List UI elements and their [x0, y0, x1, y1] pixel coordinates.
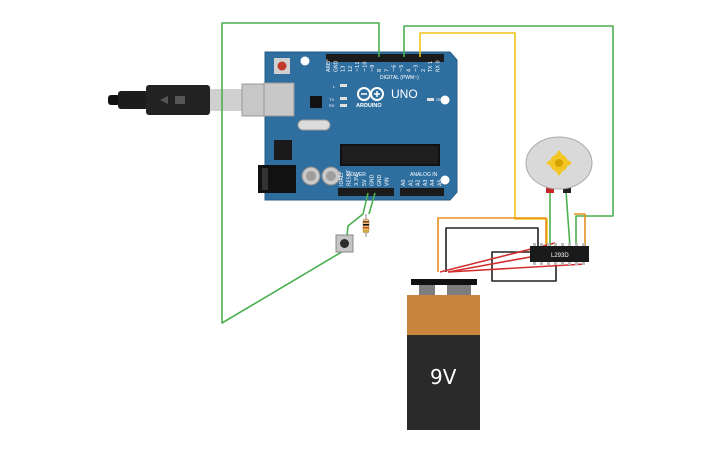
wire-red-3[interactable] — [447, 263, 586, 273]
analog-header-label: ANALOG IN — [410, 172, 438, 178]
arduino-logo-icon — [357, 87, 384, 101]
digital-pin-label-14: TX 1 — [428, 61, 434, 73]
brand-label: ARDUINO — [356, 103, 382, 109]
analog-pin-label-4: A4 — [430, 179, 436, 186]
battery-label: 9V — [430, 365, 457, 389]
power-pin-label-1: RESET — [347, 169, 353, 186]
power-pin-label-3: 5V — [362, 179, 368, 186]
digital-pin-label-15: RX 0 — [436, 60, 442, 72]
analog-pin-label-3: A3 — [423, 179, 429, 186]
led-l-label: L — [333, 84, 336, 89]
driver-pin-top-2[interactable] — [547, 243, 550, 246]
driver-pin-top-3[interactable] — [554, 243, 557, 246]
driver-pin-bottom-3[interactable] — [554, 262, 557, 265]
digital-pin-label-11: 4 — [406, 69, 412, 72]
wire-black-driver-gnd[interactable] — [491, 251, 557, 282]
power-pin-label-2: 3.3V — [354, 174, 360, 186]
wire-yellow-driver-input[interactable] — [419, 32, 548, 247]
led-rx-label: RX — [329, 103, 335, 108]
digital-pin-label-12: ~3 — [414, 65, 420, 72]
driver-pin-top-1[interactable] — [540, 243, 543, 246]
arduino-uno-board[interactable]: L TX RX ON ARDUINO UNO DIGITAL (PWM~) AR… — [258, 51, 458, 201]
digital-pin-label-7: 8 — [377, 69, 383, 72]
analog-pin-label-0: A0 — [401, 179, 407, 186]
digital-pin-label-13: 2 — [421, 69, 427, 72]
reset-button[interactable] — [274, 58, 290, 74]
wire-orange-battery-positive[interactable] — [437, 217, 547, 272]
digital-header-label: DIGITAL (PWM~) — [380, 75, 419, 81]
digital-pin-label-4: ~11 — [355, 61, 361, 72]
wire-green-gnd[interactable] — [368, 192, 376, 215]
digital-pin-label-5: ~10 — [363, 61, 369, 72]
led-on-label: ON — [436, 97, 442, 102]
power-pin-label-0: IOREF — [339, 171, 345, 186]
power-header-label: POWER — [347, 172, 366, 178]
resistor[interactable] — [362, 214, 370, 237]
wire-orange-driver-vcc[interactable] — [574, 213, 586, 247]
digital-pin-label-9: ~6 — [392, 65, 398, 72]
digital-header[interactable] — [326, 54, 444, 62]
wire-green-5v[interactable] — [346, 192, 369, 237]
driver-pin-top-4[interactable] — [561, 243, 564, 246]
driver-pin-bottom-7[interactable] — [582, 262, 585, 265]
driver-pin-top-6[interactable] — [575, 243, 578, 246]
model-label: UNO — [391, 87, 418, 101]
driver-label: L293D — [551, 253, 569, 259]
driver-pin-bottom-2[interactable] — [547, 262, 550, 265]
analog-pin-label-2: A2 — [416, 179, 422, 186]
wire-black-ground[interactable] — [445, 227, 539, 272]
digital-pin-label-0: AREF — [326, 59, 332, 72]
power-pin-label-4: GND — [369, 174, 375, 186]
power-pin-label-6: VIN — [385, 177, 391, 186]
pushbutton[interactable] — [335, 234, 354, 253]
driver-pin-bottom-6[interactable] — [575, 262, 578, 265]
digital-pin-label-2: 13 — [341, 66, 347, 72]
digital-pin-label-1: GND — [333, 60, 339, 72]
driver-pin-top-7[interactable] — [582, 243, 585, 246]
driver-pin-bottom-0[interactable] — [533, 262, 536, 265]
wires — [221, 22, 614, 324]
digital-pin-label-3: 12 — [348, 66, 354, 72]
power-pin-label-5: GND — [377, 174, 383, 186]
wire-green-motor-lead-2[interactable] — [565, 190, 571, 248]
analog-header[interactable] — [400, 188, 444, 196]
battery-9v[interactable]: 9V — [407, 279, 480, 430]
digital-pin-label-10: ~5 — [399, 65, 405, 72]
analog-pin-label-5: A5 — [438, 179, 444, 186]
driver-pin-top-0[interactable] — [533, 243, 536, 246]
power-jack — [258, 165, 296, 193]
digital-pin-label-8: 7 — [384, 69, 390, 72]
l293d-driver-chip[interactable]: L293D — [530, 243, 589, 265]
dc-motor[interactable] — [525, 136, 593, 193]
analog-pin-label-1: A1 — [408, 179, 414, 186]
power-header[interactable] — [338, 188, 394, 196]
driver-pin-bottom-1[interactable] — [540, 262, 543, 265]
driver-pin-bottom-5[interactable] — [568, 262, 571, 265]
led-tx-label: TX — [329, 97, 334, 102]
driver-pin-top-5[interactable] — [568, 243, 571, 246]
digital-pin-label-6: ~9 — [370, 65, 376, 72]
driver-pin-bottom-4[interactable] — [561, 262, 564, 265]
atmega-chip — [340, 144, 440, 166]
wire-green-button-signal[interactable] — [221, 22, 380, 324]
wire-green-driver-input[interactable] — [403, 25, 614, 247]
